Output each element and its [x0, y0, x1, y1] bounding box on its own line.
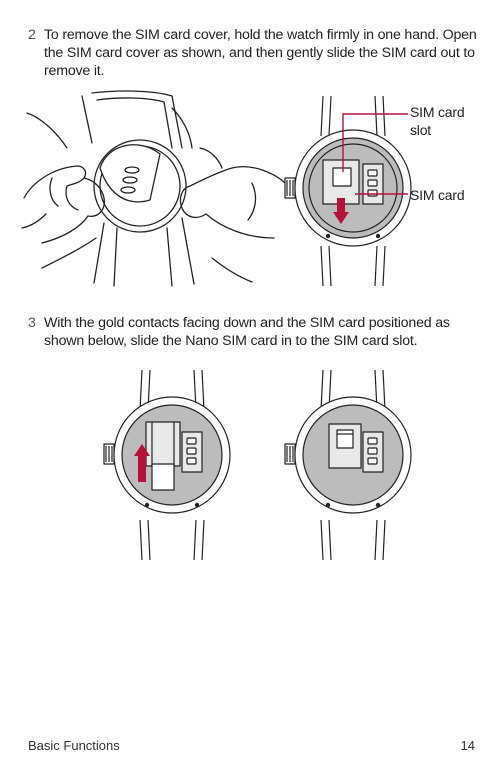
- footer-page-number: 14: [460, 738, 475, 753]
- step-number: 3: [28, 315, 36, 331]
- step-number: 2: [28, 27, 36, 43]
- step-2-instruction: 2 To remove the SIM card cover, hold the…: [28, 26, 478, 80]
- footer-section-title: Basic Functions: [28, 738, 120, 753]
- watch-back-sim-insert-illustration: [103, 369, 231, 561]
- step-text: To remove the SIM card cover, hold the w…: [44, 27, 477, 79]
- callout-sim-card-slot: SIM card slot: [410, 104, 465, 138]
- watch-back-sim-inserted-illustration: [284, 369, 412, 561]
- watch-back-sim-removal-illustration: [284, 95, 412, 287]
- callout-sim-card: SIM card: [410, 187, 465, 203]
- step-text: With the gold contacts facing down and t…: [44, 315, 450, 349]
- hands-opening-cover-illustration: [21, 90, 291, 287]
- step-3-instruction: 3 With the gold contacts facing down and…: [28, 314, 478, 350]
